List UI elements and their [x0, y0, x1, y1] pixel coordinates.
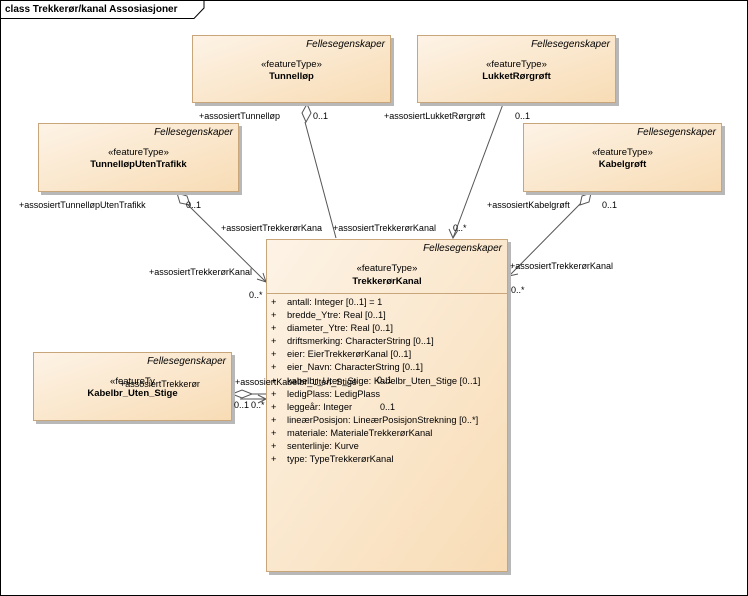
- attribute-text: lineærPosisjon: LineærPosisjonStrekning …: [287, 414, 479, 425]
- class-tag: Fellesegenskaper: [531, 39, 610, 50]
- class-name: Kabelbr_Uten_Stige: [87, 388, 178, 399]
- attribute-text: antall: Integer [0..1] = 1: [287, 297, 383, 307]
- attribute-text: senterlinje: Kurve: [287, 441, 359, 452]
- class-tag: Fellesegenskaper: [147, 356, 226, 367]
- attribute-text: leggeår: Integer: [287, 401, 353, 412]
- visibility-marker: +: [271, 349, 277, 360]
- multiplicity-label: 0..*: [511, 285, 525, 295]
- class-kabelbr-uten-stige[interactable]: Fellesegenskaper «featureTy Kabelbr_Uten…: [33, 352, 232, 421]
- class-stereotype: «featureType»: [486, 59, 547, 70]
- class-tunnellop-uten-trafikk[interactable]: Fellesegenskaper «featureType» Tunnelløp…: [38, 123, 239, 192]
- attribute-row: + driftsmerking: CharacterString [0..1]: [271, 335, 480, 348]
- assoc-tunnellop[interactable]: [301, 102, 337, 239]
- attribute-row: + senterlinje: Kurve: [271, 440, 480, 453]
- role-label: +assosiertTrekkerørKanal: [149, 267, 252, 277]
- attribute-text: eier: EierTrekkerørKanal [0..1]: [287, 349, 412, 360]
- attribute-text: kabelbr_Uten_Stige: Kabelbr_Uten_Stige […: [287, 375, 481, 386]
- attribute-row: + antall: Integer [0..1] = 1: [271, 296, 480, 309]
- assoc-kabelgroft[interactable]: [508, 192, 592, 277]
- attribute-separator: [267, 293, 507, 294]
- class-name: Tunnelløp: [269, 71, 314, 82]
- class-name: TrekkerørKanal: [352, 276, 422, 287]
- visibility-marker: +: [271, 297, 277, 307]
- attribute-text: materiale: MaterialeTrekkerørKanal: [287, 427, 433, 438]
- attribute-list: + antall: Integer [0..1] = 1 + bredde_Ytre:…: [271, 296, 480, 466]
- multiplicity-label: 0..1: [602, 200, 618, 210]
- attribute-row: + bredde_Ytre: Real [0..1]: [271, 309, 480, 322]
- attribute-row: + eier: EierTrekkerørKanal [0..1]: [271, 348, 480, 361]
- attribute-row: + eier_Navn: CharacterString [0..1]: [271, 361, 480, 374]
- role-label: +assosiertKabelgrøft: [487, 200, 570, 210]
- class-name: TunnelløpUtenTrafikk: [90, 159, 187, 170]
- attribute-text: eier_Navn: CharacterString [0..1]: [287, 362, 423, 373]
- role-label: +assosiertTunnelløpUtenTrafikk: [19, 200, 146, 210]
- class-stereotype: «featureType»: [356, 263, 418, 274]
- attribute-text: type: TypeTrekkerørKanal: [287, 454, 394, 465]
- attribute-row: + diameter_Ytre: Real [0..1]: [271, 322, 480, 335]
- title-tab-shape: [0, 0, 205, 19]
- role-label: +assosiertTrekkerør: [120, 379, 200, 389]
- diagram-title: class Trekkerør/kanal Assosiasjoner: [5, 4, 178, 15]
- class-tag: Fellesegenskaper: [306, 39, 385, 50]
- attribute-row: + kabelbr_Uten_Stige: Kabelbr_Uten_Stige …: [271, 375, 480, 388]
- class-stereotype: «featureTy: [110, 376, 155, 387]
- class-trekkerorkanal[interactable]: Fellesegenskaper «featureType» Trekkerør…: [266, 239, 508, 572]
- attribute-row: + leggeår: Integer: [271, 401, 480, 414]
- role-label: +assosiertTunnelløp: [199, 111, 280, 121]
- assoc-lukketrorgroft[interactable]: [448, 103, 504, 240]
- role-label: +assosiertKabelbr_Uten_Stige: [235, 377, 357, 387]
- multiplicity-label: 0..1: [234, 400, 250, 410]
- class-name: Kabelgrøft: [598, 159, 647, 170]
- multiplicity-label: 0..*: [453, 223, 467, 233]
- multiplicity-label: 0..1: [186, 200, 202, 210]
- attribute-row: + lineærPosisjon: LineærPosisjonStrekning…: [271, 414, 480, 427]
- class-tag: Fellesegenskaper: [154, 127, 233, 138]
- visibility-marker: +: [271, 427, 277, 438]
- class-stereotype: «featureType»: [261, 59, 322, 70]
- multiplicity-label: 0..1: [313, 111, 329, 121]
- visibility-marker: +: [271, 414, 277, 425]
- attribute-row: + materiale: MaterialeTrekkerørKanal: [271, 427, 480, 440]
- role-label: +assosiertTrekkerørKanal: [510, 261, 613, 271]
- visibility-marker: +: [271, 401, 277, 412]
- multiplicity-label: 0..1: [380, 402, 396, 412]
- class-tunnellop[interactable]: Fellesegenskaper «featureType» Tunnelløp: [192, 35, 391, 103]
- visibility-marker: +: [271, 375, 277, 386]
- class-stereotype: «featureType»: [108, 147, 169, 158]
- visibility-marker: +: [271, 323, 277, 334]
- multiplicity-label: 0..1: [515, 111, 531, 121]
- role-label: +assosiertTrekkerørKana: [221, 223, 322, 233]
- attribute-text: driftsmerking: CharacterString [0..1]: [287, 336, 434, 347]
- class-name: LukketRørgrøft: [482, 71, 551, 82]
- attribute-row: + ledigPlass: LedigPlass: [271, 388, 480, 401]
- visibility-marker: +: [271, 441, 277, 452]
- class-lukketrorgroft[interactable]: Fellesegenskaper «featureType» LukketRør…: [417, 35, 616, 103]
- class-kabelgroft[interactable]: Fellesegenskaper «featureType» Kabelgrøf…: [523, 123, 722, 192]
- attribute-row: + type: TypeTrekkerørKanal: [271, 453, 480, 466]
- role-label: +assosiertLukketRørgrøft: [384, 111, 486, 121]
- attribute-text: diameter_Ytre: Real [0..1]: [287, 323, 393, 334]
- visibility-marker: +: [271, 310, 277, 321]
- visibility-marker: +: [271, 388, 277, 399]
- class-tag: Fellesegenskaper: [637, 127, 716, 138]
- attribute-text: bredde_Ytre: Real [0..1]: [287, 310, 386, 321]
- visibility-marker: +: [271, 336, 277, 347]
- attribute-text: ledigPlass: LedigPlass: [287, 388, 381, 399]
- assoc-kabelbr[interactable]: [230, 389, 268, 404]
- visibility-marker: +: [271, 362, 277, 373]
- multiplicity-label: 0..*: [249, 290, 263, 300]
- class-tag: Fellesegenskaper: [423, 243, 502, 254]
- visibility-marker: +: [271, 454, 277, 465]
- class-stereotype: «featureType»: [592, 147, 653, 158]
- role-label: +assosiertTrekkerørKanal: [333, 223, 436, 233]
- multiplicity-label: 0..1: [377, 375, 393, 385]
- multiplicity-label: 0..*: [251, 400, 265, 410]
